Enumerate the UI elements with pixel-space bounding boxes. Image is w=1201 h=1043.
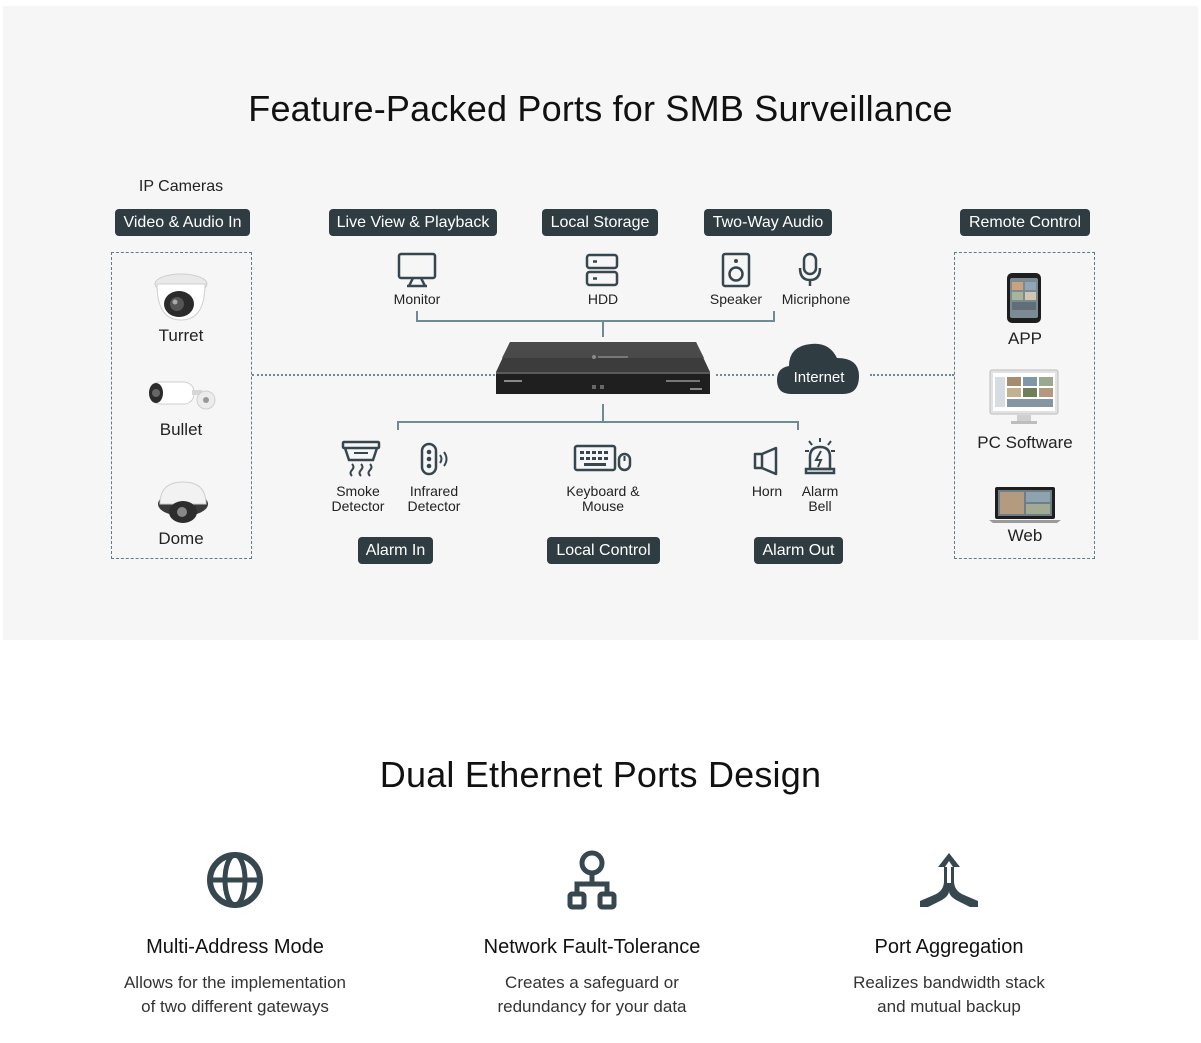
monitor-icon [397,252,437,288]
infrared-detector-label-line2: Detector [407,498,461,514]
microphone-icon [798,252,822,286]
bottom-bus-line [397,421,798,423]
bullet-label: Bullet [159,420,203,439]
top-trunk-line [602,320,604,337]
video-audio-in-pill: Video & Audio In [115,209,250,236]
diagram-panel [3,6,1198,640]
network-tree-icon [567,850,617,910]
speaker-label: Speaker [709,291,763,307]
internet-label: Internet [793,369,845,386]
speaker-icon [721,252,751,288]
pc-software-icon [989,369,1059,424]
keyboard-mouse-label-line2: Mouse [581,498,625,514]
diagram-title: Feature-Packed Ports for SMB Surveillanc… [248,88,953,129]
hdd-label: HDD [587,291,619,307]
ip-cameras-box [111,252,252,559]
pc-software-label: PC Software [977,433,1073,452]
remote-control-box [954,252,1095,559]
turret-camera-icon [154,273,208,321]
feature-title-port-aggregation: Port Aggregation [874,936,1024,958]
hdd-icon [585,253,619,287]
alarm-bell-label-line2: Bell [808,498,832,514]
web-laptop-icon [989,487,1061,523]
local-control-pill: Local Control [547,537,660,564]
dome-camera-icon [158,481,208,523]
keyboard-mouse-label-line1: Keyboard & [566,483,640,499]
smoke-detector-icon [341,440,381,477]
feature-title-fault-tolerance: Network Fault-Tolerance [483,936,701,958]
monitor-connector [416,311,418,321]
phone-app-icon [1007,273,1041,323]
alarm-bell-label-line1: Alarm [801,483,839,499]
app-label: APP [1007,329,1043,348]
globe-icon [207,852,263,908]
alarm-out-connector [797,421,799,430]
horn-icon [753,446,778,476]
alarm-in-connector [397,421,399,430]
feature-title-multi-address: Multi-Address Mode [146,936,324,958]
nvr-device-image [496,342,710,394]
cloud-icon [777,343,859,394]
remote-control-pill: Remote Control [960,209,1090,236]
top-bus-line [416,320,775,322]
live-view-playback-pill: Live View & Playback [329,209,497,236]
alarm-bell-icon [804,438,836,475]
dome-label: Dome [158,529,204,548]
smoke-detector-label-line2: Detector [331,498,385,514]
feature-desc-fault-tolerance-line1: Creates a safeguard or [505,973,679,992]
local-storage-pill: Local Storage [542,209,658,236]
ip-cameras-caption: IP Cameras [138,178,224,195]
feature-desc-port-aggregation-line1: Realizes bandwidth stack [853,973,1045,992]
audio-connector [773,311,775,321]
monitor-label: Monitor [393,291,441,307]
nvr-internet-link [716,374,774,376]
bullet-camera-icon [149,381,216,410]
turret-label: Turret [158,326,204,345]
internet-remote-link [870,374,954,376]
alarm-out-pill: Alarm Out [754,537,843,564]
two-way-audio-pill: Two-Way Audio [704,209,832,236]
infrared-detector-icon [420,442,448,476]
cameras-link [252,374,495,376]
feature-desc-multi-address-line1: Allows for the implementation [123,973,347,992]
merge-arrow-icon [920,853,978,907]
feature-desc-multi-address-line2: of two different gateways [141,997,329,1016]
section2-title: Dual Ethernet Ports Design [379,754,822,795]
bottom-trunk-line [602,404,604,421]
microphone-label: Micriphone [781,291,851,307]
infrared-detector-label-line1: Infrared [409,483,459,499]
keyboard-mouse-icon [573,444,632,472]
web-label: Web [1007,526,1043,545]
feature-desc-port-aggregation-line2: and mutual backup [877,997,1021,1016]
feature-desc-fault-tolerance-line2: redundancy for your data [497,997,687,1016]
smoke-detector-label-line1: Smoke [336,483,380,499]
alarm-in-pill: Alarm In [358,537,433,564]
horn-label: Horn [751,483,783,499]
